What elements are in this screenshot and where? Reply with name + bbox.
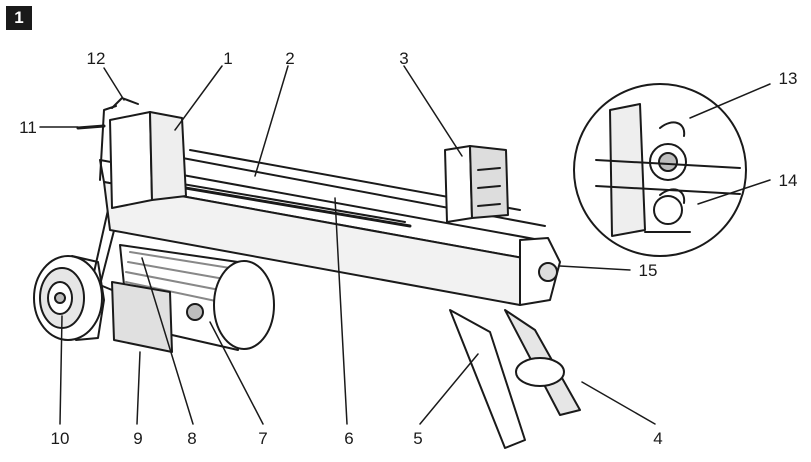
callout-label-2: 2 [285,49,294,68]
callout-label-6: 6 [344,429,353,448]
leader-13 [689,83,771,119]
callout-label-5: 5 [413,429,422,448]
front-knob [538,262,558,282]
leader-2 [254,65,289,177]
push-plate-assembly [76,97,187,209]
leader-3 [403,65,463,157]
callout-label-7: 7 [258,429,267,448]
leader-15 [559,265,631,271]
splitting-wedge [444,145,509,223]
wheel [33,255,105,341]
callout-label-11: 11 [19,118,37,137]
callout-label-15: 15 [639,261,658,280]
front-legs [449,309,581,449]
main-beam [99,149,546,306]
leader-5 [419,353,479,425]
leader-4 [581,381,656,425]
callout-label-13: 13 [779,69,798,88]
callout-label-3: 3 [399,49,408,68]
callout-label-9: 9 [133,429,142,448]
detail-inset [573,83,747,257]
callout-label-10: 10 [51,429,70,448]
figure-number-badge: 1 [6,6,32,30]
leader-lines [39,65,771,425]
callout-label-12: 12 [87,49,106,68]
leader-10 [59,315,63,425]
callout-label-8: 8 [187,429,196,448]
callout-labels: 1 2 3 4 5 6 7 8 9 10 11 12 13 14 15 [19,49,797,448]
leader-9 [136,351,141,425]
leader-6 [334,197,348,425]
leader-1 [174,65,223,131]
leader-8 [141,257,194,425]
switch-box [111,281,173,353]
leader-7 [209,321,264,425]
leader-12 [103,67,125,101]
callout-label-1: 1 [223,49,232,68]
callout-label-4: 4 [653,429,662,448]
callout-label-14: 14 [779,171,798,190]
leader-14 [697,179,771,205]
